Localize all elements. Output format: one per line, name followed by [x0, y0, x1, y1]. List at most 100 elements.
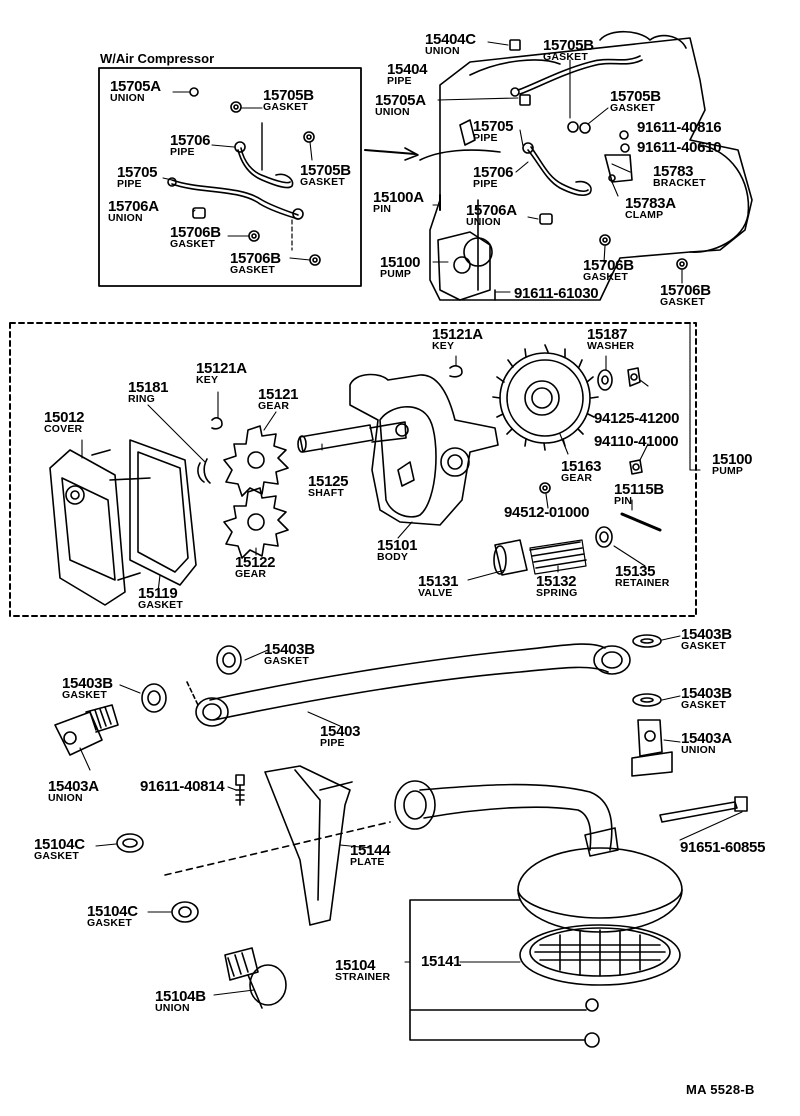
union-15403a — [54, 704, 673, 777]
cover-15012 — [49, 449, 151, 606]
part-name: SHAFT — [308, 487, 344, 499]
pipe-gaskets — [141, 634, 662, 713]
part-number: 15121 — [258, 386, 299, 403]
part-name: GASKET — [62, 689, 107, 701]
part-number: 15187 — [587, 326, 628, 343]
part-name: GASKET — [583, 271, 628, 283]
part-name: UNION — [681, 744, 716, 756]
part-name: GASKET — [230, 264, 275, 276]
part-number: 91611-40814 — [140, 778, 225, 795]
part-number: 15141 — [421, 953, 462, 970]
part-name: KEY — [432, 340, 455, 352]
part-name: KEY — [196, 374, 219, 386]
part-name: PLATE — [350, 856, 385, 868]
union-15104b — [224, 947, 287, 1009]
part-number: 15100 — [712, 451, 753, 468]
part-number: 15404C — [425, 31, 476, 48]
part-number: 15144 — [350, 842, 391, 859]
part-number: 15404 — [387, 61, 428, 78]
gear-15163 — [492, 344, 599, 451]
part-name: GASKET — [87, 917, 132, 929]
part-number: 15181 — [128, 379, 169, 396]
part-name: PIPE — [170, 146, 195, 158]
inset-frame — [98, 67, 362, 287]
part-name: GASKET — [681, 699, 726, 711]
engine-block — [364, 30, 753, 301]
body-15101 — [349, 373, 499, 526]
part-name: PIN — [614, 495, 633, 507]
part-name: GASKET — [170, 238, 215, 250]
part-number: 15104C — [87, 903, 138, 920]
part-number: 15131 — [418, 573, 459, 590]
part-number: 15705B — [263, 87, 314, 104]
part-number: 15104 — [335, 957, 376, 974]
part-number: 15783A — [625, 195, 676, 212]
part-number: 91611-40816 — [637, 119, 722, 136]
part-number: 91611-40610 — [637, 139, 722, 156]
part-number: 94512-01000 — [504, 504, 590, 521]
part-number: 15705B — [610, 88, 661, 105]
gears-15121-15122 — [223, 425, 289, 559]
engine-pipe-assembly — [510, 55, 643, 196]
part-number: 15121A — [196, 360, 247, 377]
part-number: 15705A — [375, 92, 426, 109]
part-name: GASKET — [300, 176, 345, 188]
part-name: UNION — [108, 212, 143, 224]
part-name: GASKET — [138, 599, 183, 611]
part-number: 15125 — [308, 473, 349, 490]
part-number: 15119 — [138, 585, 178, 602]
plate-15144 — [264, 765, 353, 926]
part-name: PIPE — [387, 75, 412, 87]
part-name: RING — [128, 393, 156, 405]
part-name: SPRING — [536, 587, 578, 599]
part-name: PIN — [373, 203, 392, 215]
part-number: 15705 — [117, 164, 158, 181]
part-number: 15783 — [653, 163, 694, 180]
shaft-15125 — [297, 421, 409, 453]
part-name: BODY — [377, 551, 409, 563]
part-name: PIPE — [473, 132, 498, 144]
part-number: 15122 — [235, 554, 276, 571]
part-name: UNION — [466, 216, 501, 228]
part-number: 15706B — [230, 250, 281, 267]
part-name: GASKET — [660, 296, 705, 308]
leader-lines — [79, 41, 743, 996]
part-name: CLAMP — [625, 209, 664, 221]
part-number: 15706 — [473, 164, 514, 181]
part-name: BRACKET — [653, 177, 706, 189]
part-number: 94110-41000 — [594, 433, 679, 450]
part-number: 91611-61030 — [514, 285, 599, 302]
pipe-15403 — [195, 643, 631, 727]
part-name: GASKET — [264, 655, 309, 667]
part-number: 94125-41200 — [594, 410, 680, 427]
part-number: 15706A — [466, 202, 517, 219]
part-name: GEAR — [235, 568, 267, 580]
part-name: COVER — [44, 423, 83, 435]
part-number: 15705B — [300, 162, 351, 179]
part-number: 15104B — [155, 988, 206, 1005]
part-number: 15100A — [373, 189, 424, 206]
part-name: PIPE — [320, 737, 345, 749]
part-number: 15100 — [380, 254, 421, 271]
part-name: PUMP — [712, 465, 744, 477]
part-name: UNION — [425, 45, 460, 57]
part-number: 15115B — [614, 481, 664, 498]
part-number: 91651-60855 — [680, 839, 766, 856]
part-number: 15132 — [536, 573, 577, 590]
part-name: PUMP — [380, 268, 412, 280]
part-name: GASKET — [263, 101, 308, 113]
engine-fittings — [439, 39, 688, 301]
part-name: PIPE — [473, 178, 498, 190]
part-number: 15104C — [34, 836, 85, 853]
part-name: PIPE — [117, 178, 142, 190]
part-number: 15706B — [660, 282, 711, 299]
strainer-pipe — [394, 780, 619, 857]
part-number: 15706B — [170, 224, 221, 241]
part-number: 15705 — [473, 118, 514, 135]
oil-pump-small — [437, 231, 493, 301]
part-name: UNION — [110, 92, 145, 104]
part-number: 15403A — [681, 730, 732, 747]
strainer-disc-15141 — [409, 847, 683, 1048]
washer-15187 — [597, 367, 641, 391]
